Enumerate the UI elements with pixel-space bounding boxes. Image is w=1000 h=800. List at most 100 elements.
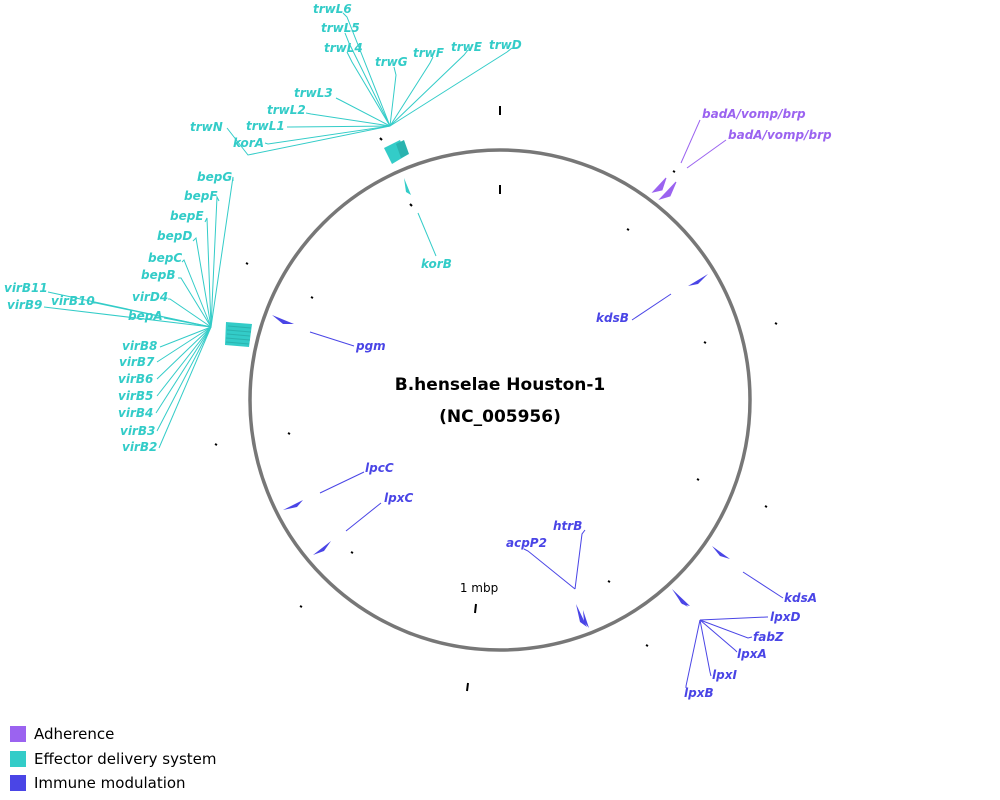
leader-line <box>155 326 212 414</box>
gene-label-bepd: bepD <box>157 229 192 243</box>
gene-arrow-bada-2 <box>658 181 677 201</box>
leader-line <box>168 298 212 328</box>
gene-stripe <box>226 329 252 333</box>
minor-tick <box>350 551 354 554</box>
gene-label-virb3: virB3 <box>120 424 155 438</box>
trw-labels: trwL6 trwL5 trwL4 trwG trwF trwE trwD tr… <box>190 2 522 150</box>
leader-line <box>181 259 212 328</box>
leader-line <box>319 471 365 494</box>
gene-label-virb5: virB5 <box>118 389 153 403</box>
gene-block-vir-stripes <box>225 325 252 345</box>
leader-line <box>178 277 212 328</box>
gene-arrow-bada-1 <box>651 177 667 193</box>
effector-vir-cluster: bepG bepF bepE bepD bepC bepB virD4 virB… <box>4 170 252 454</box>
gene-label-kdsb: kdsB <box>596 311 629 325</box>
leader-line <box>699 619 753 639</box>
leader-line <box>389 56 434 127</box>
leader-line <box>344 32 391 127</box>
minor-tick <box>409 203 413 207</box>
minor-tick <box>214 443 218 446</box>
gene-stripe <box>225 337 251 341</box>
legend-label: Immune modulation <box>34 774 186 793</box>
leader-line <box>287 125 391 128</box>
gene-label-acpp2: acpP2 <box>506 536 547 550</box>
leader-line <box>210 195 220 328</box>
immune-labels: kdsB pgm lpcC lpxC htrB acpP2 kdsA lpxD … <box>355 311 817 700</box>
leader-line <box>226 125 391 156</box>
leader-line <box>574 529 586 590</box>
gene-arrow-lpxc <box>313 541 331 555</box>
leader-line <box>742 571 784 599</box>
gene-label-bepg: bepG <box>197 170 232 184</box>
gene-arrow-lpcc <box>283 500 303 510</box>
leader-line <box>523 548 576 590</box>
gene-label-trwl3: trwL3 <box>294 86 333 100</box>
legend-swatch-immune <box>10 775 26 792</box>
leader-line <box>686 139 727 169</box>
trw-leader-lines <box>226 12 513 156</box>
gene-label-trwl5: trwL5 <box>321 21 360 35</box>
gene-label-bada-1: badA/vomp/brp <box>702 107 806 121</box>
vir-labels: bepG bepF bepE bepD bepC bepB virD4 virB… <box>4 170 232 454</box>
gene-label-bepa: bepA <box>128 309 163 323</box>
leader-line <box>699 616 768 621</box>
gene-label-trwl4: trwL4 <box>324 41 363 55</box>
minor-tick <box>626 228 630 231</box>
leader-line <box>309 331 355 347</box>
minor-tick <box>299 605 303 608</box>
gene-arrow-korb <box>404 178 411 195</box>
gene-label-trwd: trwD <box>489 38 522 52</box>
gene-label-htrb: htrB <box>553 519 582 533</box>
gene-label-virb11: virB11 <box>4 281 48 295</box>
gene-label-trwf: trwF <box>413 46 445 60</box>
leader-line <box>631 293 672 321</box>
adherence-genes: badA/vomp/brp badA/vomp/brp <box>651 107 832 201</box>
legend-label: Adherence <box>34 725 115 744</box>
immune-leader-lines <box>309 293 784 688</box>
gene-stripe <box>225 341 250 345</box>
gene-label-korb: korB <box>421 257 452 271</box>
leader-line <box>156 326 212 380</box>
minor-tick <box>607 580 611 583</box>
leader-line <box>204 217 212 328</box>
gene-label-kdsa: kdsA <box>784 591 817 605</box>
legend-item-adherence: Adherence <box>10 722 217 747</box>
gene-label-virb2: virB2 <box>122 440 157 454</box>
effector-trw-cluster: trwL6 trwL5 trwL4 trwG trwF trwE trwD tr… <box>190 2 522 164</box>
gene-label-bepf: bepF <box>184 189 218 203</box>
leader-line <box>159 326 212 348</box>
gene-arrow-pgm <box>272 315 294 324</box>
gene-label-lpxi: lpxI <box>712 668 737 682</box>
gene-label-bepc: bepC <box>148 251 182 265</box>
genome-ring <box>248 148 752 652</box>
gene-label-lpxd: lpxD <box>770 610 800 624</box>
minor-tick <box>703 341 707 344</box>
leader-line <box>163 317 212 328</box>
leader-line <box>335 97 391 127</box>
leader-line <box>699 619 712 677</box>
leader-line <box>156 326 212 363</box>
gene-label-lpcc: lpcC <box>365 461 394 475</box>
minor-ticks <box>214 137 778 647</box>
legend-swatch-effector <box>10 750 26 767</box>
leader-line <box>342 12 391 127</box>
gene-arrow-kdsa <box>712 546 730 559</box>
gene-label-kora: korA <box>233 136 264 150</box>
gene-label-trwe: trwE <box>451 40 483 54</box>
immune-genes <box>272 274 730 628</box>
vir-leader-lines <box>43 176 234 449</box>
leader-line <box>210 176 234 328</box>
gene-label-virb4: virB4 <box>118 406 153 420</box>
leader-line <box>389 49 469 127</box>
gene-label-lpxa: lpxA <box>737 647 767 661</box>
gene-label-virb10: virB10 <box>51 294 95 308</box>
legend-label: Effector delivery system <box>34 749 217 768</box>
gene-stripe <box>226 333 251 337</box>
leader-line <box>264 125 391 145</box>
minor-tick <box>696 478 700 481</box>
gene-label-virb8: virB8 <box>122 339 157 353</box>
leader-line <box>156 326 212 397</box>
leader-line <box>389 66 397 127</box>
